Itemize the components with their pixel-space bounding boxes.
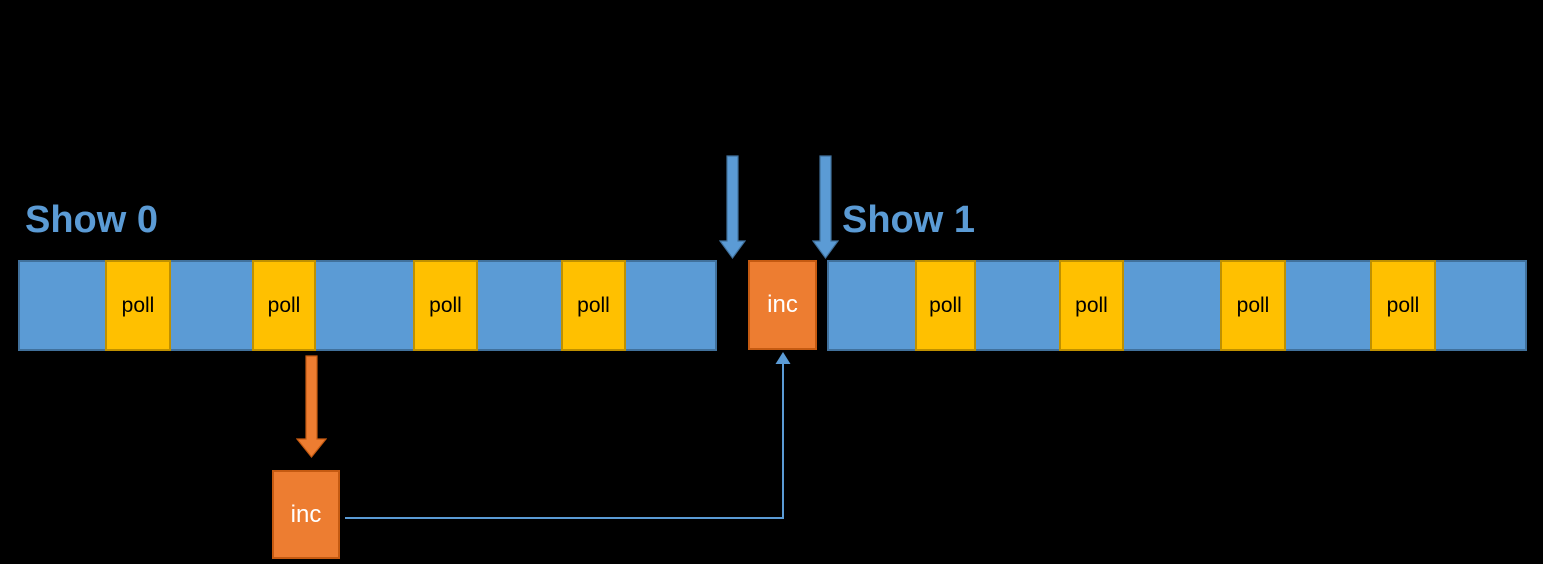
idle-segment (1284, 260, 1372, 351)
idle-segment (476, 260, 563, 351)
inc-bottom-label: inc (290, 500, 322, 528)
poll-segment: poll (1059, 260, 1124, 351)
show1-start-arrow-icon (812, 155, 839, 259)
idle-segment (624, 260, 717, 351)
poll-to-inc-arrow-icon (296, 355, 327, 458)
show0-end-arrow-icon (719, 155, 746, 259)
timeline-show1: poll poll poll poll (827, 260, 1527, 351)
poll-segment: poll (561, 260, 626, 351)
idle-segment (1122, 260, 1222, 351)
idle-segment (827, 260, 917, 351)
inc-top-label: inc (767, 291, 798, 318)
idle-segment (169, 260, 254, 351)
idle-segment (1434, 260, 1527, 351)
inc-block-expanded: inc (272, 470, 340, 559)
inc-block-timeline: inc (748, 260, 817, 350)
idle-segment (18, 260, 107, 351)
show0-label: Show 0 (25, 199, 159, 241)
poll-segment: poll (1370, 260, 1436, 351)
idle-segment (974, 260, 1061, 351)
inc-connector-arrow-icon (345, 352, 791, 519)
poll-segment: poll (413, 260, 478, 351)
poll-segment: poll (252, 260, 316, 351)
poll-segment: poll (915, 260, 976, 351)
timeline-show0: poll poll poll poll (18, 260, 717, 351)
idle-segment (314, 260, 415, 351)
poll-segment: poll (105, 260, 171, 351)
poll-segment: poll (1220, 260, 1286, 351)
show1-label: Show 1 (842, 199, 976, 241)
